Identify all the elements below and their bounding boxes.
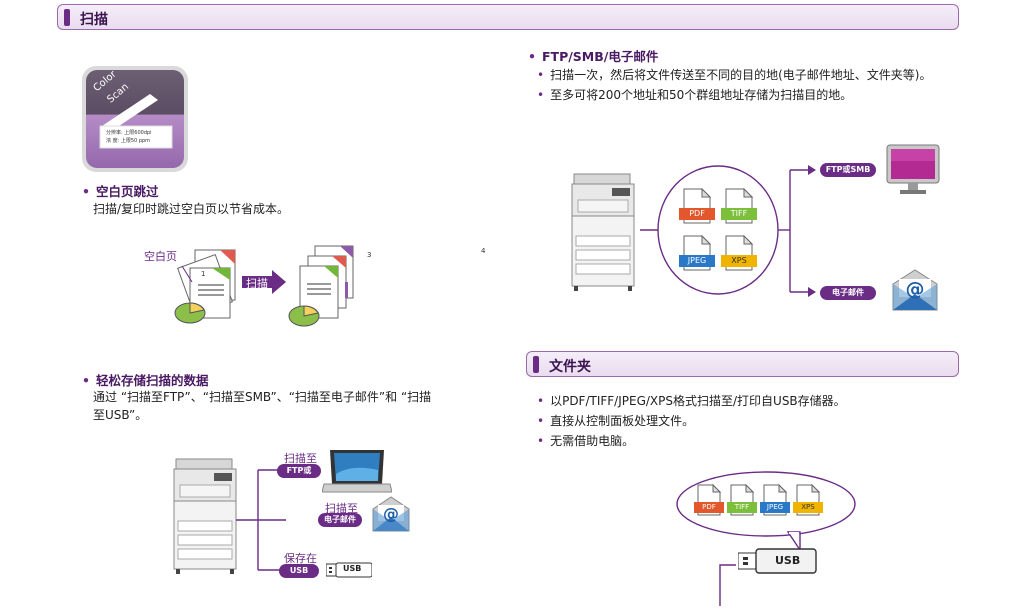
blank-page-skip-heading: •空白页跳过 <box>82 184 159 199</box>
format-file-pdf: PDF <box>679 187 715 224</box>
blank-page-diagram: 空白页 扫描 3 1 4 <box>140 240 485 335</box>
usb-format-label-tiff: TIFF <box>727 502 757 513</box>
email-tag: 电子邮件 <box>820 286 876 300</box>
usb-format-file-xps: XPS <box>793 483 823 516</box>
color-scan-screen-line-2: 浓 度: 上限50 ppm <box>106 138 151 144</box>
dest-usb-label: 保存在 <box>284 552 317 565</box>
format-file-xps: XPS <box>721 234 757 271</box>
format-file-jpeg: JPEG <box>679 234 715 271</box>
dest-email-tag: 电子邮件 <box>318 513 362 527</box>
color-scan-screen-line-1: 分辨率: 上限600dpi <box>106 130 152 136</box>
dest-ftp-tag: FTP或SMB <box>277 464 321 489</box>
mfp-printer-image-right <box>568 170 648 292</box>
usb-format-file-pdf: PDF <box>694 483 724 516</box>
dest-email-label: 扫描至 <box>325 502 358 515</box>
email-icon: @ <box>370 493 412 535</box>
easy-storage-text-2: 至USB”。 <box>93 408 148 422</box>
ftp-smb-email-item-2: •至多可将200个地址和50个群组地址存储为扫描目的地。 <box>537 88 853 102</box>
folder-section-title: 文件夹 <box>549 359 591 375</box>
dest-ftp-label: 扫描至 <box>284 452 317 465</box>
blank-page-label: 空白页 <box>144 250 177 263</box>
folder-item-2: •直接从控制面板处理文件。 <box>537 414 695 428</box>
svg-text:@: @ <box>906 278 925 300</box>
format-file-tiff: TIFF <box>721 187 757 224</box>
easy-storage-heading: •轻松存储扫描的数据 <box>82 373 209 388</box>
storage-connector-lines <box>236 460 296 580</box>
usb-plug-label: USB <box>343 564 362 573</box>
page-num-left-1: 1 <box>201 270 206 278</box>
ftp-smb-email-heading: •FTP/SMB/电子邮件 <box>528 49 659 64</box>
format-label-tiff: TIFF <box>721 208 757 220</box>
folder-section-header: 文件夹 <box>526 351 959 377</box>
usb-format-label-xps: XPS <box>793 502 823 513</box>
page-num-right-4: 4 <box>481 247 486 255</box>
usb-stick-label: USB <box>775 554 801 567</box>
blank-page-skip-text: 扫描/复印时跳过空白页以节省成本。 <box>93 202 290 216</box>
format-label-pdf: PDF <box>679 208 715 220</box>
ftp-email-diagram-lines <box>640 150 830 310</box>
format-label-jpeg: JPEG <box>679 255 715 267</box>
usb-format-label-jpeg: JPEG <box>760 502 790 513</box>
scan-section-title: 扫描 <box>80 12 108 28</box>
email-icon-right: @ <box>890 266 940 314</box>
page-num-left-3: 3 <box>367 251 372 259</box>
section-accent <box>533 356 539 373</box>
usb-format-file-tiff: TIFF <box>727 483 757 516</box>
scan-section-header: 扫描 <box>57 4 959 30</box>
folder-item-3: •无需借助电脑。 <box>537 434 635 448</box>
usb-format-file-jpeg: JPEG <box>760 483 790 516</box>
format-label-xps: XPS <box>721 255 757 267</box>
section-accent <box>64 9 70 26</box>
ftp-smb-tag: FTP或SMB <box>820 163 876 177</box>
scan-arrow-label: 扫描 <box>246 277 268 290</box>
laptop-icon <box>321 448 393 496</box>
usb-plug-icon: USB <box>325 562 373 578</box>
usb-stick-icon: USB <box>737 548 818 574</box>
dest-usb-tag: USB <box>279 564 319 578</box>
mfp-printer-image <box>170 455 250 575</box>
ftp-smb-email-item-1: •扫描一次，然后将文件传送至不同的目的地(电子邮件地址、文件夹等)。 <box>537 68 932 82</box>
easy-storage-text-1: 通过 “扫描至FTP”、“扫描至SMB”、“扫描至电子邮件”和 “扫描 <box>93 390 432 404</box>
svg-text:@: @ <box>383 504 399 523</box>
monitor-icon <box>886 144 940 196</box>
usb-format-label-pdf: PDF <box>694 502 724 513</box>
folder-item-1: •以PDF/TIFF/JPEG/XPS格式扫描至/打印自USB存储器。 <box>537 394 846 408</box>
color-scan-icon: Color Scan 分辨率: 上限600dpi 浓 度: 上限50 ppm <box>80 64 190 174</box>
